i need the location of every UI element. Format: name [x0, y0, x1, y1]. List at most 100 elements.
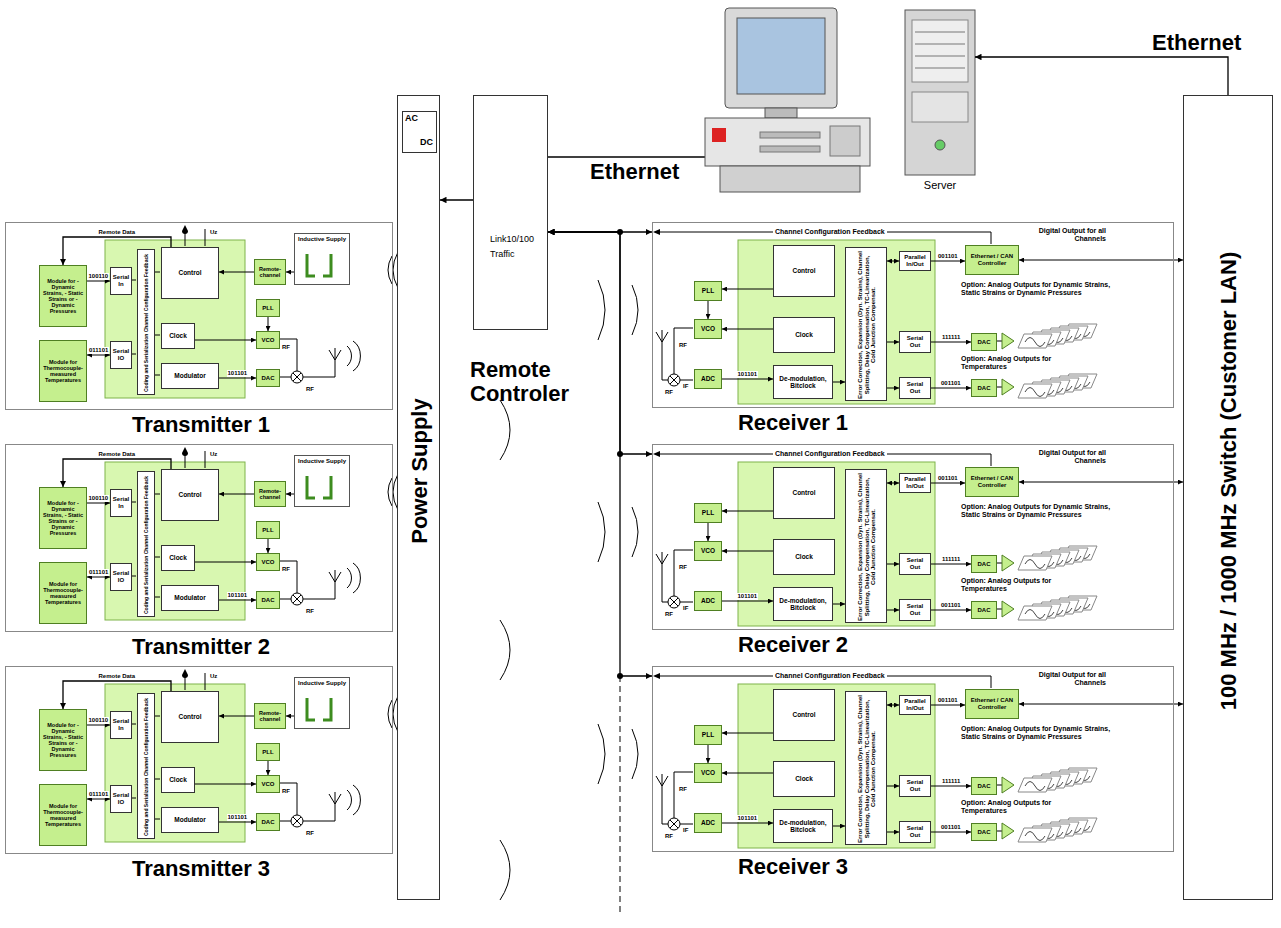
vco-block: VCO [694, 763, 722, 783]
label-text: Digital Output for all Channels [1036, 671, 1106, 686]
serial-port: Serial IO [110, 785, 132, 813]
pll-block: PLL [694, 725, 722, 745]
vco-block: VCO [694, 319, 722, 339]
edge-label: 001101 [937, 253, 959, 260]
parallel-port: Parallel In/Out [899, 695, 931, 715]
clock-block: Clock [161, 545, 195, 571]
node-text: De-modulation, Bitclock [775, 375, 831, 389]
edge-label: Remote Data [98, 673, 137, 680]
connector [722, 551, 773, 552]
vco-block: VCO [256, 331, 280, 349]
control-block: Control [773, 245, 835, 297]
connector [722, 601, 773, 602]
coding-block: Coding and Serialization Channel Configu… [137, 249, 155, 395]
network-switch: 100 MHz / 1000 MHz Switch (Customer LAN) [1183, 95, 1273, 900]
node-text: VCO [261, 559, 274, 566]
label-text: Option: Analog Outputs for Temperatures [961, 799, 1053, 814]
edge-label: 101101 [227, 814, 249, 821]
demodulator-block: De-modulation, Bitclock [773, 809, 833, 843]
serial-port: Serial In [110, 267, 132, 295]
sensor-module: Module for Thermocouple-measured Tempera… [39, 562, 87, 624]
node-text: Serial IO [112, 348, 130, 361]
connector [87, 577, 110, 578]
node-text: VCO [701, 325, 715, 332]
edge-label: Remote Data [98, 451, 137, 458]
parallel-port: Parallel In/Out [899, 251, 931, 271]
dac-block: DAC [971, 777, 997, 795]
modulator-block: Modulator [161, 807, 219, 833]
connector [887, 483, 899, 484]
serial-port: Serial Out [899, 331, 931, 353]
ethernet-can-controller: Ethernet / CAN Controller [965, 245, 1019, 275]
node-text: Serial Out [901, 779, 929, 792]
edge-label: 011101 [88, 791, 109, 798]
node-text: Power Supply [407, 71, 431, 872]
connector [286, 716, 294, 717]
label-text: Option: Analog Outputs for Dynamic Strai… [961, 725, 1111, 740]
connector [722, 733, 773, 734]
serial-port: Serial Out [899, 553, 931, 575]
sensor-module: Module for - Dynamic Strains, - Static S… [39, 709, 87, 771]
serial-port: Serial Out [899, 377, 931, 399]
node-text: Server [905, 179, 975, 191]
node-text: Serial Out [901, 557, 929, 570]
node-text: Control [792, 711, 815, 718]
node-text: Clock [795, 553, 813, 560]
connector [931, 483, 965, 484]
node-text: VCO [701, 547, 715, 554]
node-text: DAC [978, 561, 991, 568]
node-text: Module for Thermocouple-measured Tempera… [41, 803, 85, 827]
transmitter-frame: Module for - Dynamic Strains, - Static S… [5, 666, 393, 854]
node-text: Serial Out [901, 825, 929, 838]
connector [887, 388, 899, 389]
connector [219, 716, 254, 717]
connector [548, 232, 652, 676]
error-correction-block: Error Correction, Expansion (Dyn. Strain… [845, 469, 887, 623]
error-correction-block: Error Correction, Expansion (Dyn. Strain… [845, 691, 887, 845]
connector [887, 705, 899, 706]
node-text: ADC [701, 819, 715, 826]
edge-label: 100110 [88, 717, 110, 724]
node-text: Clock [169, 332, 187, 339]
node-text: DAC [262, 375, 275, 382]
label-text: Channel Configuration Feedback [773, 450, 887, 458]
connector [722, 511, 773, 512]
connector [548, 232, 652, 454]
edge-label: 001101 [940, 380, 962, 387]
connector [219, 494, 254, 495]
node-text: Error Correction, Expansion (Dyn. Strain… [857, 694, 877, 844]
vco-block: VCO [256, 553, 280, 571]
pll-block: PLL [256, 743, 280, 761]
node-text: Inductive Supply [295, 236, 349, 243]
connector [722, 823, 773, 824]
label-text: IF [683, 827, 688, 834]
edge-label: 111111 [941, 556, 961, 563]
connector [708, 745, 709, 763]
label-text: RF [679, 564, 687, 571]
node-text: DC [420, 138, 433, 148]
edge-label: 100110 [88, 273, 110, 280]
node-text: Receiver 2 [713, 633, 873, 657]
control-block: Control [161, 469, 219, 521]
node-text: VCO [261, 781, 274, 788]
node-text: Modulator [174, 372, 205, 379]
node-text: 100 MHz / 1000 MHz Switch (Customer LAN) [1217, 81, 1241, 882]
node-text: ADC [701, 375, 715, 382]
dac-block: DAC [971, 333, 997, 351]
node-text: Clock [169, 776, 187, 783]
pll-block: PLL [694, 503, 722, 523]
label-text: RF [306, 830, 314, 837]
connector [286, 272, 294, 273]
label-text: Digital Output for all Channels [1036, 227, 1106, 242]
serial-port: Serial Out [899, 821, 931, 843]
node-text: Control [178, 491, 201, 498]
node-text: DAC [978, 607, 991, 614]
connector [1019, 260, 1183, 261]
remote-channel-block: Remote-channel [254, 703, 286, 729]
dac-block: DAC [971, 379, 997, 397]
label-text: RF [282, 566, 290, 573]
coding-block: Coding and Serialization Channel Configu… [137, 471, 155, 617]
connector [722, 289, 773, 290]
connector [887, 610, 899, 611]
transmitter-frame: Module for - Dynamic Strains, - Static S… [5, 222, 393, 410]
